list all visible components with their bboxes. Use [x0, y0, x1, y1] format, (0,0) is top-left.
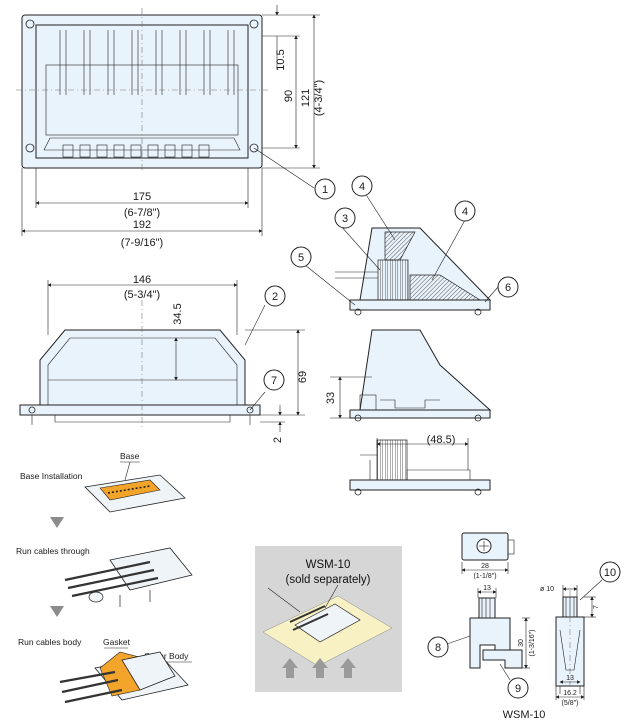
dim-90: 90	[283, 90, 295, 102]
dim-33: 33	[325, 392, 337, 404]
front-view: 146 (5-3/4") 34.5 69 2	[19, 274, 309, 443]
callout-10: 10	[599, 561, 621, 583]
dim-121-in: (4-3/4")	[313, 80, 325, 116]
dim-175-in: (6-7/8")	[124, 207, 160, 219]
cables-body-illustration	[59, 651, 189, 704]
callout-4a: 4	[351, 175, 373, 197]
dim-30: 30	[518, 639, 525, 647]
svg-text:4: 4	[359, 181, 365, 193]
callouts: 1 2 3 4 4 5 6 7 8 9 10	[263, 175, 621, 699]
side-view: 33	[325, 329, 492, 422]
dim-16-2: 16.2	[563, 690, 577, 697]
base-illustration	[84, 474, 186, 513]
base-view: (48.5)	[349, 434, 491, 496]
step-base-installation: Base Installation	[20, 471, 83, 481]
callout-5: 5	[290, 246, 312, 268]
dim-28: 28	[481, 563, 489, 570]
callout-1: 1	[314, 178, 336, 200]
dim-2: 2	[272, 437, 284, 443]
step-run-cables-body: Run cables body	[18, 637, 82, 647]
cables-through-illustration	[64, 547, 193, 607]
callout-2: 2	[264, 285, 286, 307]
inset-title: WSM-10	[306, 559, 351, 571]
svg-text:5: 5	[298, 252, 304, 264]
svg-text:8: 8	[435, 642, 441, 654]
callout-8: 8	[427, 636, 449, 658]
dim-13-bottom: 13	[566, 675, 574, 682]
installation-steps: Base Installation Base Run cables throug…	[16, 451, 193, 704]
dim-121: 121	[300, 89, 312, 107]
svg-text:4: 4	[462, 206, 468, 218]
dim-7: 7	[593, 605, 600, 609]
dim-146-in: (5-3/4")	[124, 289, 160, 301]
dim-192: 192	[133, 219, 151, 231]
inset-subtitle: (sold separately)	[285, 574, 370, 586]
dim-30-in: (1-3/16")	[529, 630, 536, 657]
dim-34-5: 34.5	[172, 303, 184, 324]
svg-text:3: 3	[342, 213, 348, 225]
callout-9: 9	[507, 677, 529, 699]
dim-192-in: (7-9/16")	[121, 237, 163, 249]
clip-detail: 28 (1-1/8") 13 30 (1-3/16") ø 10 7 13 16…	[446, 532, 603, 721]
dim-dia-10: ø 10	[540, 586, 554, 593]
dim-175: 175	[133, 191, 151, 203]
label-cover-body: Cover Body	[144, 651, 189, 661]
dim-48-5: (48.5)	[427, 434, 456, 446]
step-arrow-1	[50, 517, 64, 528]
dim-28-in: (1-1/8")	[473, 573, 496, 580]
callout-4b: 4	[454, 200, 476, 222]
dim-69: 69	[297, 371, 309, 383]
callout-3: 3	[334, 207, 356, 229]
callout-6: 6	[497, 276, 519, 298]
step-arrow-2	[50, 606, 64, 617]
svg-text:2: 2	[272, 291, 278, 303]
section-view	[304, 192, 499, 316]
dim-10-5: 10.5	[275, 49, 287, 70]
svg-text:6: 6	[505, 282, 511, 294]
label-gasket: Gasket	[103, 637, 131, 647]
callout-7: 7	[263, 369, 285, 391]
top-view: 10.5 90 121 (4-3/4") 175 (6-7/8") 192 (7…	[16, 5, 325, 249]
svg-text:10: 10	[604, 567, 616, 579]
dim-146: 146	[133, 274, 151, 286]
clip-caption: WSM-10	[503, 709, 546, 721]
step-run-cables-through: Run cables through	[16, 546, 90, 556]
dim-16-2-in: (5/8")	[562, 700, 579, 707]
svg-text:1: 1	[322, 184, 328, 196]
wsm-10-inset: WSM-10 (sold separately)	[255, 546, 402, 692]
dim-13-top: 13	[483, 585, 491, 592]
label-base: Base	[120, 451, 140, 461]
svg-text:9: 9	[515, 683, 521, 695]
svg-text:7: 7	[271, 375, 277, 387]
